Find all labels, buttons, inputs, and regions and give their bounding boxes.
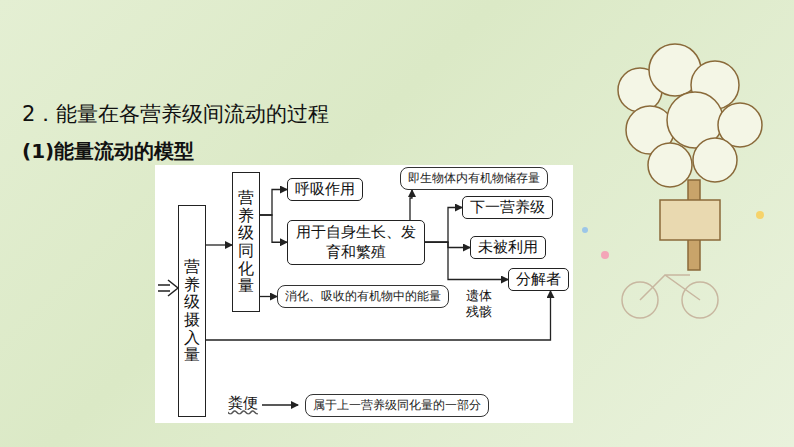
process-box: 用于自身生长、发育和繁殖 bbox=[287, 220, 425, 265]
vertical-box: 营养级摄入量 bbox=[178, 205, 206, 417]
diagram-panel bbox=[155, 165, 573, 423]
callout-box: 即生物体内有机物储存量 bbox=[400, 167, 548, 190]
node-text: 分解者 bbox=[516, 270, 561, 289]
text-label: 遗体残骸 bbox=[466, 288, 492, 319]
callout-box: 属于上一营养级同化量的一部分 bbox=[305, 394, 489, 417]
text-label: 粪便 bbox=[228, 394, 258, 413]
flowers bbox=[582, 211, 764, 259]
flow-arrow bbox=[206, 244, 232, 245]
process-box: 未被利用 bbox=[470, 236, 546, 259]
flow-arrow bbox=[260, 215, 287, 242]
bicycle-illustration bbox=[622, 275, 718, 318]
tree-illustration bbox=[618, 44, 762, 270]
callout-box: 消化、吸收的有机物中的能量 bbox=[277, 285, 449, 308]
vertical-box: 营养级同化量 bbox=[232, 172, 260, 312]
node-text: 属于上一营养级同化量的一部分 bbox=[313, 397, 481, 414]
flow-arrow bbox=[260, 190, 287, 216]
process-box: 分解者 bbox=[508, 268, 569, 291]
flow-arrow bbox=[410, 190, 412, 220]
node-text: 呼吸作用 bbox=[295, 180, 355, 199]
node-text: 用于自身生长、发育和繁殖 bbox=[295, 222, 417, 263]
input-arrow bbox=[158, 280, 178, 296]
flow-arrow bbox=[425, 208, 462, 243]
node-text: 营养级摄入量 bbox=[184, 258, 200, 364]
node-text: 营养级同化量 bbox=[238, 189, 254, 295]
node-text: 即生物体内有机物储存量 bbox=[408, 170, 540, 187]
node-text: 消化、吸收的有机物中的能量 bbox=[285, 288, 441, 305]
node-text: 未被利用 bbox=[478, 238, 538, 257]
text-label: (1)能量流动的模型 bbox=[22, 138, 194, 165]
node-text: 下一营养级 bbox=[470, 198, 545, 217]
process-box: 呼吸作用 bbox=[287, 178, 363, 201]
slide-title: 2．能量在各营养级间流动的过程 bbox=[22, 100, 329, 128]
leader-arrow bbox=[262, 404, 298, 405]
flow-arrow bbox=[260, 296, 277, 297]
process-box: 下一营养级 bbox=[462, 196, 553, 219]
